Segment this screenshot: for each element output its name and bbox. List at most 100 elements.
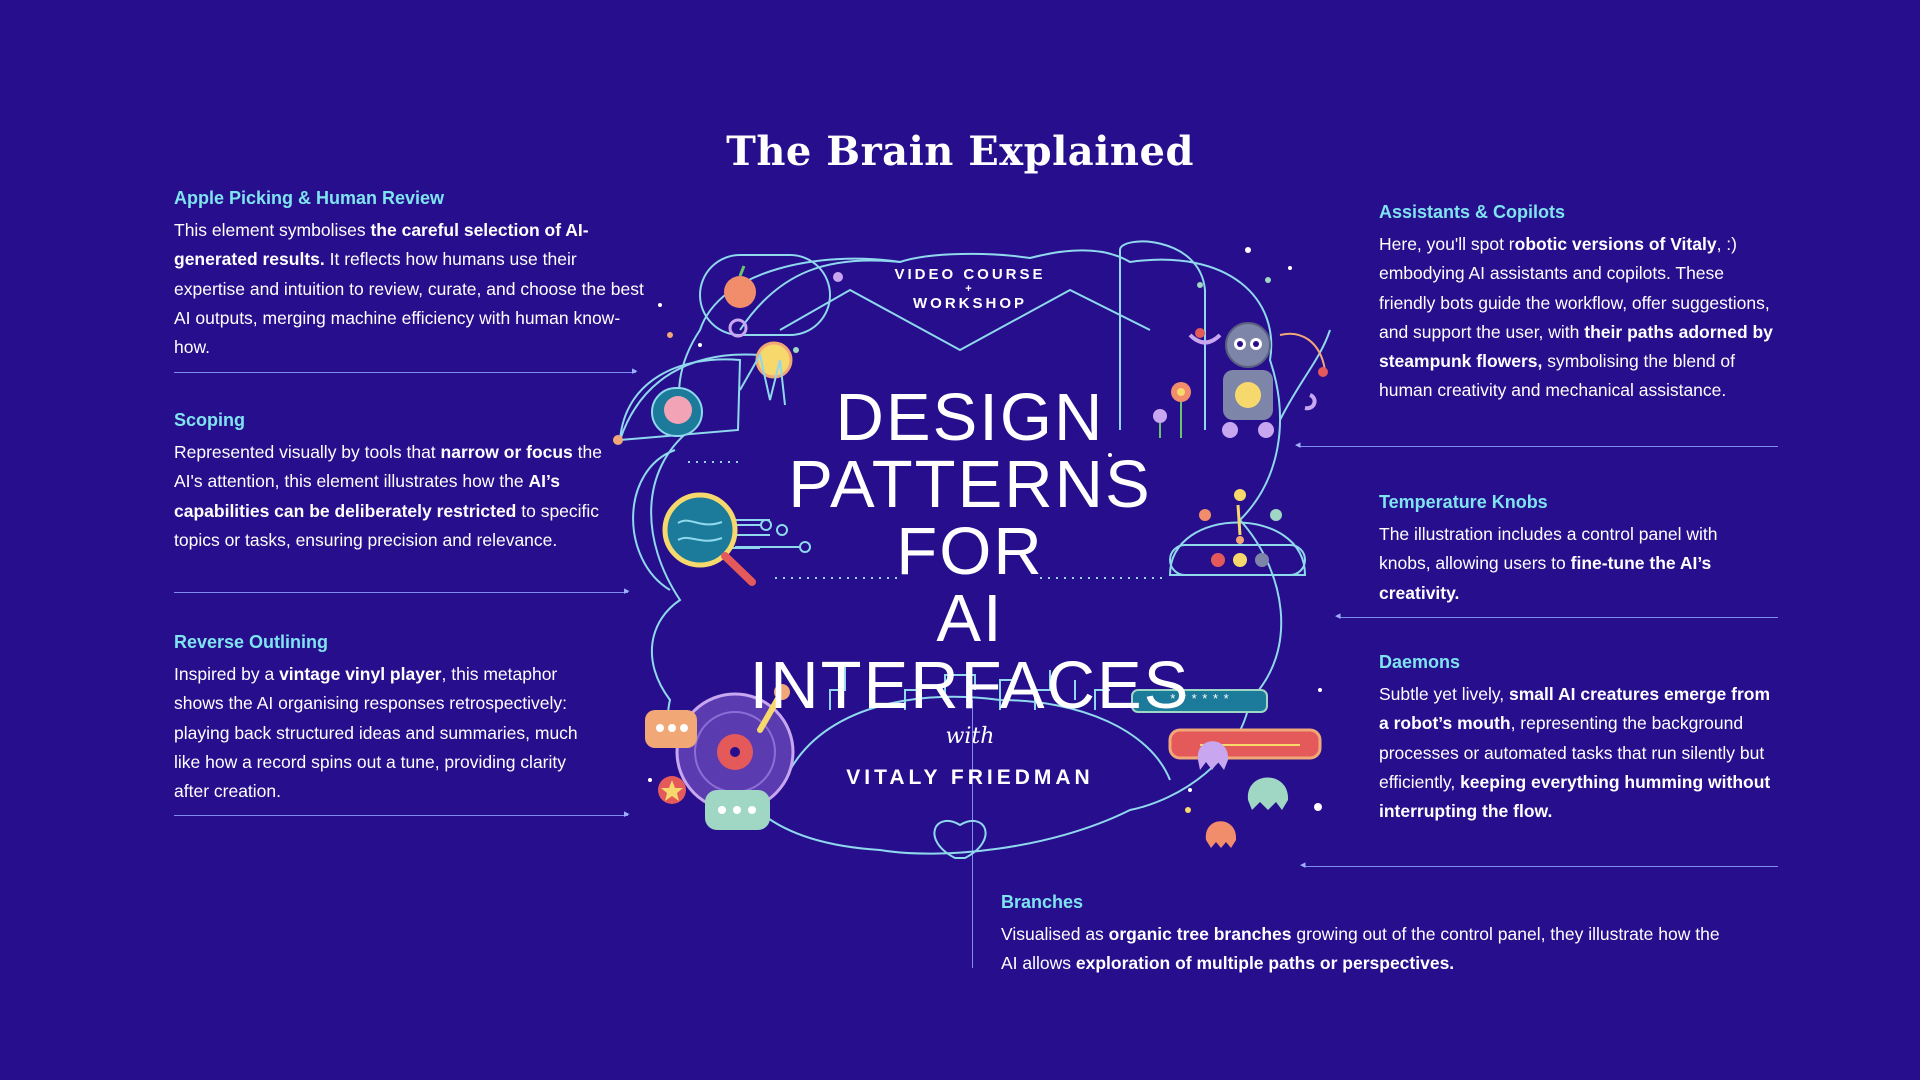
annotation-apple-picking: Apple Picking & Human Review This elemen…	[174, 188, 644, 362]
brain-arc	[632, 449, 676, 591]
annotation-heading: Temperature Knobs	[1379, 492, 1548, 512]
hand-icon	[739, 352, 786, 406]
arrow-up-icon: ▴	[967, 693, 973, 705]
annotation-heading: Branches	[1001, 892, 1084, 912]
hero-title-line: AI INTERFACES	[749, 581, 1191, 723]
body-text: The illustration includes a control pane…	[1379, 524, 1718, 574]
body-text: This element symbolises	[174, 220, 371, 240]
annotation-body: The illustration includes a control pane…	[1379, 520, 1739, 608]
arch-right	[1119, 240, 1206, 430]
connector-line	[1340, 617, 1778, 618]
body-text: , representing the background processes …	[1379, 713, 1765, 792]
body-text: It reflects how humans use their experti…	[174, 249, 644, 358]
apple-icon	[724, 276, 756, 308]
emphasis-text: vintage vinyl player	[279, 664, 442, 684]
body-text: Visualised as	[1001, 924, 1109, 944]
emphasis-text: obotic versions of Vitaly	[1514, 234, 1717, 254]
vinyl-module	[645, 684, 795, 830]
connector-line	[1300, 446, 1778, 447]
annotation-body: Represented visually by tools that narro…	[174, 438, 604, 555]
emphasis-text: exploration of multiple paths or perspec…	[1075, 953, 1455, 974]
body-text: to specific topics or tasks, ensuring pr…	[174, 500, 600, 550]
star-icon	[1234, 489, 1246, 501]
emphasis-text: organic tree branches	[1108, 924, 1292, 944]
annotation-branches: Branches Visualised as organic tree bran…	[1001, 892, 1721, 979]
body-text: Subtle yet lively,	[1379, 684, 1510, 704]
annotation-daemons: Daemons Subtle yet lively, small AI crea…	[1379, 652, 1779, 826]
rating-stars: * * * * * *	[1170, 691, 1230, 706]
daemon-creature-icon	[1205, 821, 1237, 848]
author-name: VITALY FRIEDMAN	[846, 766, 1094, 789]
course-label: VIDEO COURSE + WORKSHOP	[870, 266, 1070, 312]
body-text: , :) embodying AI assistants and copilot…	[1379, 234, 1770, 342]
body-text: Represented visually by tools that	[174, 442, 441, 462]
annotation-temperature-knobs: Temperature Knobs The illustration inclu…	[1379, 492, 1739, 608]
emphasis-text: fine-tune the AI’s creativity.	[1379, 553, 1712, 603]
brain-icon	[664, 396, 692, 424]
knob-icon	[1233, 553, 1247, 567]
annotation-reverse-outlining: Reverse Outlining Inspired by a vintage …	[174, 632, 584, 806]
body-text: Here, you'll spot r	[1379, 234, 1515, 254]
connector-line	[174, 592, 628, 593]
annotation-body: Subtle yet lively, small AI creatures em…	[1379, 680, 1779, 826]
hero-title-line: PATTERNS	[788, 447, 1152, 522]
arrow-left-icon: ◂	[1295, 439, 1301, 451]
robot-head-icon	[1225, 322, 1271, 368]
brain-arc	[619, 353, 761, 441]
daemons-module	[1131, 689, 1322, 848]
annotation-heading: Daemons	[1379, 652, 1461, 672]
title-frame	[779, 288, 1151, 352]
magnifier-module	[662, 492, 811, 586]
annotation-body: Inspired by a vintage vinyl player, this…	[174, 660, 584, 806]
body-text: , this metaphor shows the AI organising …	[174, 664, 578, 802]
arrow-right-icon: ▸	[624, 585, 630, 597]
arrow-right-icon: ▸	[632, 365, 638, 377]
emphasis-text: narrow or focus	[440, 442, 573, 462]
arrow-right-icon: ▸	[624, 808, 630, 820]
annotation-heading: Reverse Outlining	[174, 632, 329, 652]
annotation-body: Visualised as organic tree branches grow…	[1001, 920, 1721, 979]
hero-title: DESIGN PATTERNS FOR AI INTERFACES	[720, 384, 1220, 719]
with-label: with	[945, 724, 995, 749]
annotation-heading: Scoping	[174, 410, 245, 430]
body-text: growing out of the control panel, they i…	[1001, 924, 1720, 974]
emphasis-text: AI’s capabilities can be deliberately re…	[174, 471, 560, 521]
annotation-assistants-copilots: Assistants & Copilots Here, you'll spot …	[1379, 202, 1779, 406]
knob-icon	[1211, 553, 1225, 567]
flower-icon	[1153, 409, 1167, 423]
hero-title-line: DESIGN	[835, 380, 1105, 455]
body-text: Inspired by a	[174, 664, 280, 684]
arrow-left-icon: ◂	[1335, 610, 1341, 622]
hero-title-line: FOR	[896, 514, 1044, 589]
daemon-creature-icon	[1247, 777, 1289, 810]
connector-line	[174, 815, 628, 816]
temperature-panel	[1168, 489, 1307, 576]
course-plus: +	[965, 283, 975, 295]
annotation-heading: Apple Picking & Human Review	[174, 188, 445, 208]
annotation-body: Here, you'll spot robotic versions of Vi…	[1379, 230, 1779, 406]
annotation-scoping: Scoping Represented visually by tools th…	[174, 410, 604, 555]
arrow-left-icon: ◂	[1300, 859, 1306, 871]
circuit-lines	[829, 665, 1110, 710]
annotation-heading: Assistants & Copilots	[1379, 202, 1566, 222]
connector-line	[174, 372, 636, 373]
annotation-body: This element symbolises the careful sele…	[174, 216, 644, 362]
emphasis-text: their paths adorned by steampunk flowers…	[1379, 321, 1773, 372]
page-title: The Brain Explained	[726, 128, 1194, 175]
brain-arc	[1279, 329, 1331, 421]
knob-icon	[1255, 553, 1269, 567]
emphasis-text: small AI creatures emerge from a robot’s…	[1379, 684, 1771, 734]
connector-line-vertical	[972, 700, 973, 968]
emphasis-text: keeping everything humming without inter…	[1379, 771, 1771, 822]
robot-module	[1153, 322, 1328, 438]
daemon-creature-icon	[1197, 741, 1229, 770]
body-text: symbolising the blend of human creativit…	[1379, 351, 1736, 401]
knot-icon	[933, 819, 987, 859]
emphasis-text: the careful selection of AI-generated re…	[174, 220, 589, 270]
arch-left	[739, 259, 901, 331]
apple-module	[613, 254, 843, 445]
course-line: WORKSHOP	[913, 295, 1027, 312]
course-line: VIDEO COURSE	[894, 266, 1046, 283]
connector-line	[1305, 866, 1778, 867]
